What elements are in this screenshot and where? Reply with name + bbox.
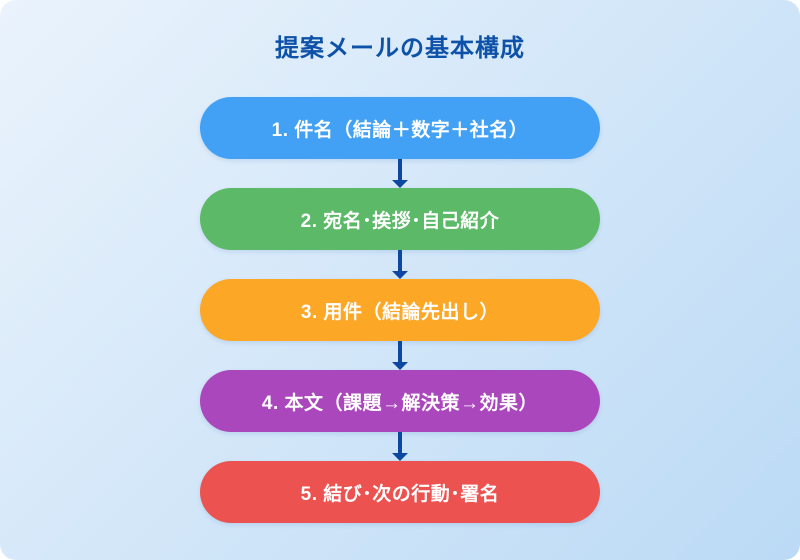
arrow-down-icon xyxy=(392,180,408,188)
arrow-line xyxy=(398,432,402,453)
arrow-down-icon xyxy=(392,271,408,279)
arrow-line xyxy=(398,250,402,271)
diagram-title: 提案メールの基本構成 xyxy=(275,35,525,62)
flow-arrow-3 xyxy=(392,341,408,370)
arrow-down-icon xyxy=(392,453,408,461)
arrow-line xyxy=(398,341,402,362)
arrow-line xyxy=(398,159,402,180)
step-box-subject: 1. 件名（結論＋数字＋社名） xyxy=(200,97,600,159)
step-box-closing: 5. 結び･次の行動･署名 xyxy=(200,461,600,523)
step-box-greeting: 2. 宛名･挨拶･自己紹介 xyxy=(200,188,600,250)
flow-arrow-2 xyxy=(392,250,408,279)
flow-arrow-4 xyxy=(392,432,408,461)
arrow-down-icon xyxy=(392,362,408,370)
flow-arrow-1 xyxy=(392,159,408,188)
step-box-body: 4. 本文（課題→解決策→効果） xyxy=(200,370,600,432)
step-box-purpose: 3. 用件（結論先出し） xyxy=(200,279,600,341)
